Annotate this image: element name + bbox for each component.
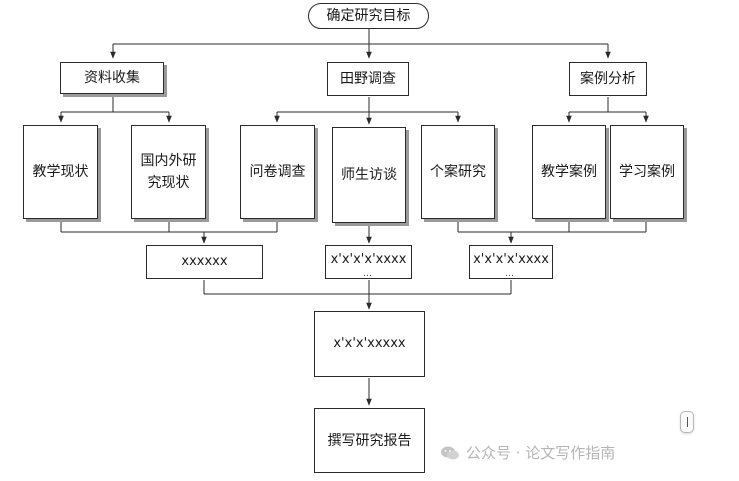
watermark: 公众号 · 论文写作指南 <box>440 442 615 463</box>
method-node-field-survey: 田野调查 <box>327 62 409 96</box>
sub-node-label: 教学现状 <box>32 164 89 180</box>
method-label: 案例分析 <box>580 71 636 87</box>
sub-node-label: 问卷调查 <box>249 164 306 180</box>
scroll-handle[interactable] <box>680 411 694 433</box>
final-report-node: 撰写研究报告 <box>314 408 425 473</box>
sub-node-case-study: 个案研究 <box>421 125 495 219</box>
sub-node-learning-cases: 学习案例 <box>610 125 684 219</box>
sub-node-questionnaire: 问卷调查 <box>240 125 315 219</box>
synthesis-node: x'x'x'xxxxx <box>314 311 425 377</box>
wechat-icon <box>440 445 460 461</box>
middle-node-3-ellipsis: … <box>505 269 514 279</box>
middle-node-2: x'x'x'x'xxxx <box>325 245 412 279</box>
sub-node-label-line-1: 国内外研 <box>140 153 197 169</box>
method-label: 资料收集 <box>84 70 140 86</box>
method-node-case-analysis: 案例分析 <box>569 62 647 96</box>
sub-node-label-line-2: 究现状 <box>147 175 190 191</box>
sub-node-teaching-status: 教学现状 <box>23 125 98 219</box>
method-node-data-collection: 资料收集 <box>60 62 164 94</box>
middle-node-1: xxxxxx <box>146 245 263 279</box>
sub-node-interviews: 师生访谈 <box>332 127 406 223</box>
middle-node-3: x'x'x'x'xxxx <box>469 245 553 279</box>
research-goal-label: 确定研究目标 <box>326 8 411 24</box>
sub-node-label: 师生访谈 <box>341 167 397 183</box>
middle-node-label: x'x'x'x'xxxx <box>473 252 549 267</box>
synthesis-label: x'x'x'xxxxx <box>333 336 406 351</box>
middle-node-label: x'x'x'x'xxxx <box>330 252 407 267</box>
middle-node-2-ellipsis: … <box>363 269 372 279</box>
sub-node-teaching-cases: 教学案例 <box>532 125 606 219</box>
sub-node-label: 学习案例 <box>619 164 675 180</box>
method-label: 田野调查 <box>340 71 396 87</box>
sub-node-label: 教学案例 <box>541 164 597 180</box>
watermark-text: 公众号 · 论文写作指南 <box>466 444 616 462</box>
sub-node-research-status: 国内外研 究现状 <box>131 125 206 219</box>
middle-node-label: xxxxxx <box>181 254 228 269</box>
final-report-label: 撰写研究报告 <box>327 432 412 449</box>
sub-node-label: 个案研究 <box>430 164 486 180</box>
research-goal-node: 确定研究目标 <box>308 3 429 29</box>
